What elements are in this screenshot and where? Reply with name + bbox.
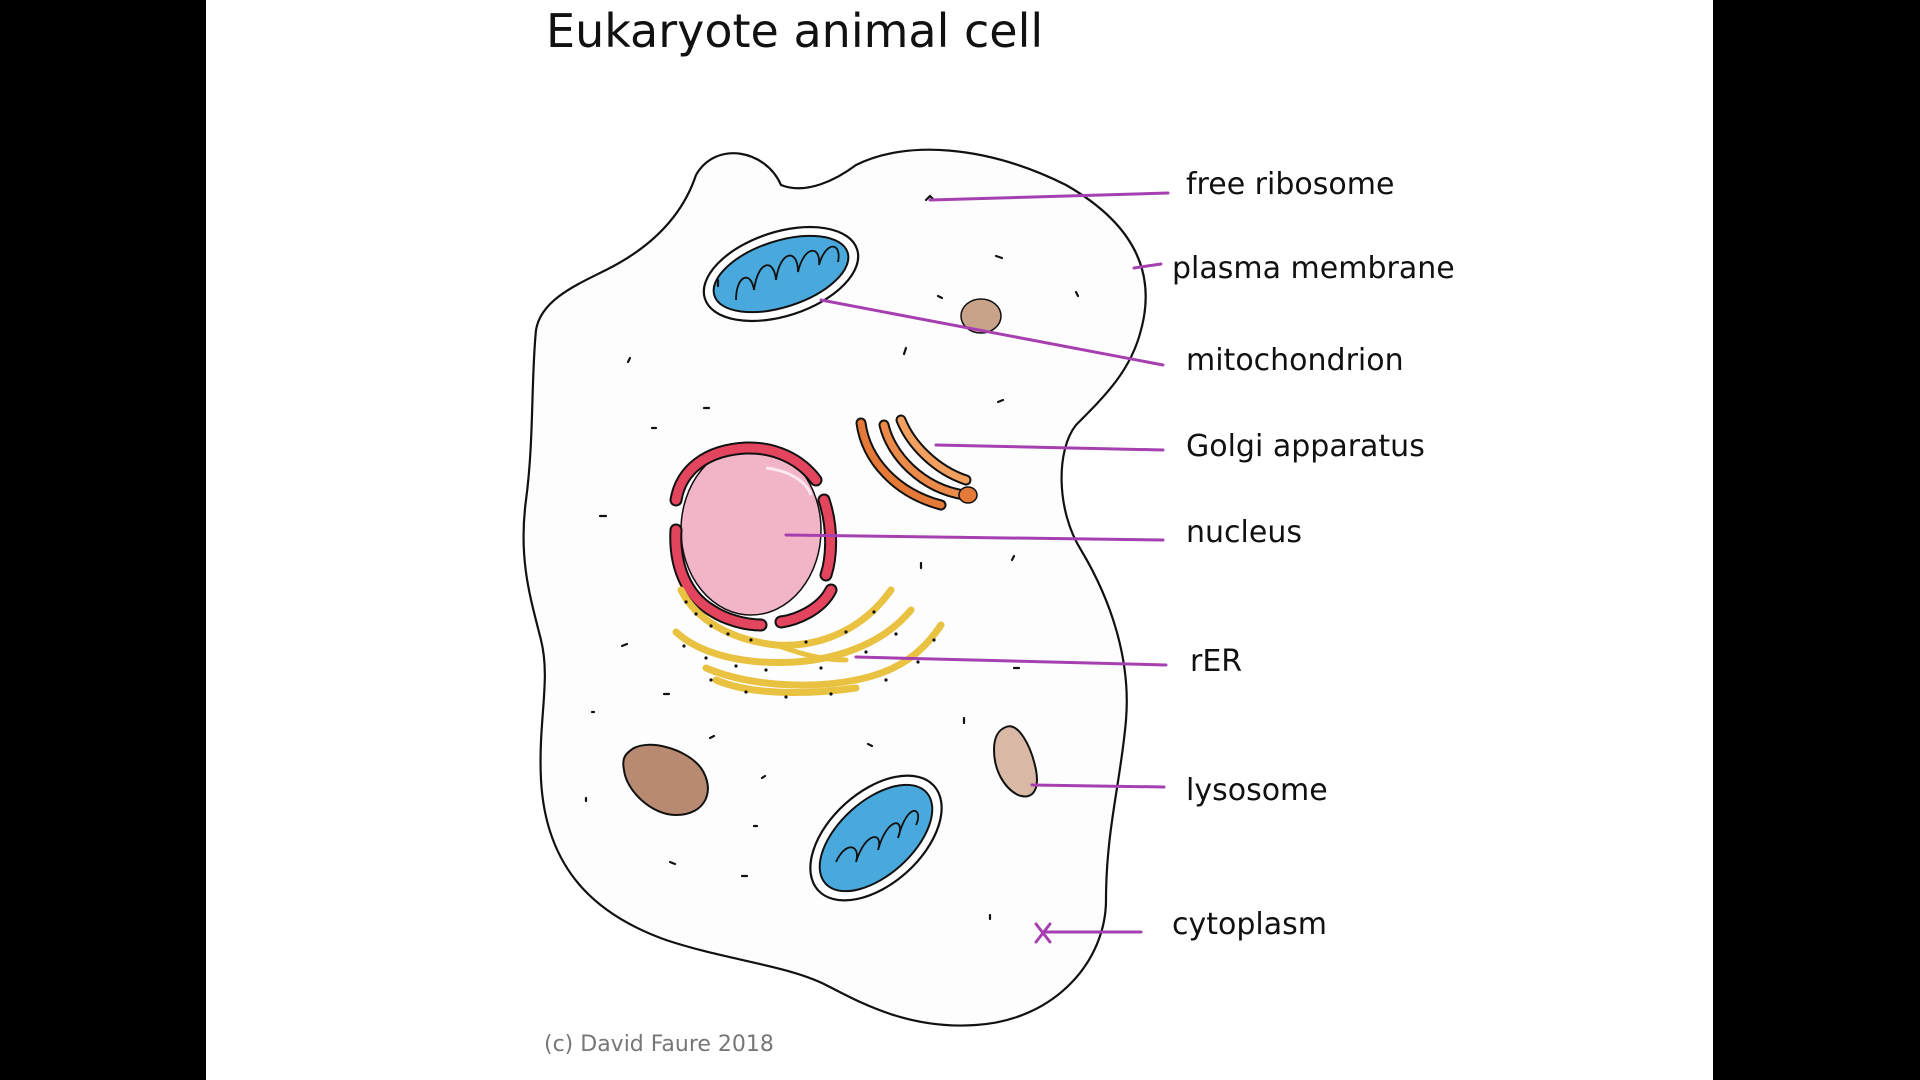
cell-diagram [522, 148, 1170, 1027]
golgi-apparatus [855, 414, 978, 511]
ribosome-dots-rer [682, 600, 936, 699]
vesicle-top [960, 298, 1002, 334]
label-lysosome: lysosome [1186, 773, 1328, 808]
label-cytoplasm: cytoplasm [1172, 907, 1327, 942]
label-rer: rER [1190, 644, 1243, 679]
lysosome-right [992, 725, 1038, 798]
label-nucleus: nucleus [1186, 515, 1302, 550]
lysosome-left [622, 743, 709, 817]
nucleus [669, 441, 838, 632]
pointer-lysosome [1030, 783, 1166, 789]
slide: Eukaryote animal cell free ribosome plas… [206, 0, 1713, 1080]
mitochondrion-top [702, 225, 860, 323]
copyright-credit: (c) David Faure 2018 [544, 1032, 774, 1057]
pointer-nucleus [784, 533, 1165, 542]
label-free-ribosome: free ribosome [1186, 167, 1395, 202]
page-title: Eukaryote animal cell [546, 4, 1044, 58]
label-plasma-membrane: plasma membrane [1172, 251, 1455, 286]
pointer-rer [854, 655, 1168, 667]
label-mitochondrion: mitochondrion [1186, 343, 1404, 378]
pointer-mitochondrion [819, 298, 1165, 367]
free-ribosomes [584, 194, 1080, 921]
cytoplasm-x-marker [1034, 922, 1052, 944]
label-golgi-apparatus: Golgi apparatus [1186, 429, 1425, 464]
pointer-plasma-membrane [1132, 262, 1163, 270]
pointer-free-ribosome [928, 191, 1170, 202]
pointer-golgi [934, 443, 1165, 452]
pointer-lines [784, 191, 1170, 944]
rough-er [672, 586, 945, 697]
mitochondrion-bottom [809, 774, 943, 902]
